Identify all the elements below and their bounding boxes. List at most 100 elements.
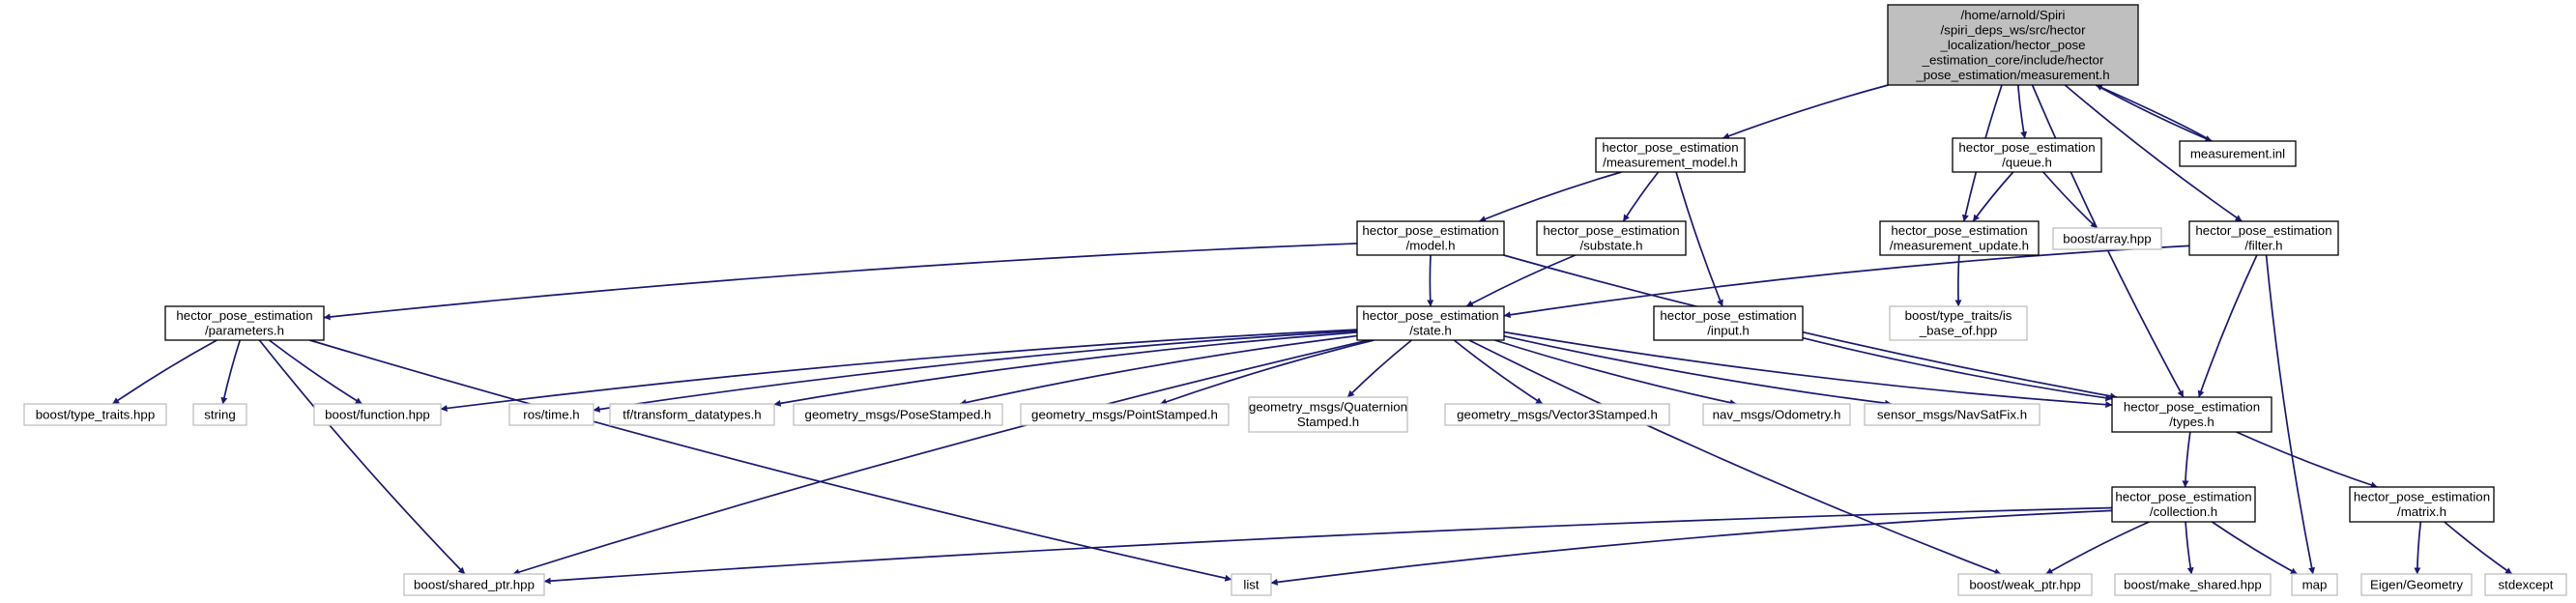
node-label-point_stamped: geometry_msgs/PointStamped.h — [1031, 407, 1218, 421]
node-label-eigen: Eigen/Geometry — [2370, 577, 2463, 591]
edge-root-to-queue — [2016, 84, 2028, 139]
node-label-weak_ptr: boost/weak_ptr.hpp — [1969, 577, 2080, 591]
node-measurement_update[interactable]: hector_pose_estimation/measurement_updat… — [1879, 220, 2040, 256]
node-label-model: /model.h — [1406, 239, 1456, 253]
edge-types-to-matrix — [2236, 431, 2378, 489]
node-box-boost_function — [313, 403, 442, 426]
edge-measurement_model-to-input — [1675, 171, 1723, 307]
node-label-input: /input.h — [1707, 324, 1750, 338]
node-stdexcept: stdexcept — [2484, 573, 2567, 596]
edges-layer — [112, 84, 2513, 586]
edge-collection-to-shared_ptr — [543, 506, 2113, 585]
edge-collection-to-map — [2211, 521, 2298, 575]
node-label-root: _localization/hector_pose — [1939, 38, 2085, 52]
node-box-input — [1653, 305, 1804, 341]
edge-state-to-types — [1503, 330, 2113, 409]
node-label-root: _estimation_core/include/hector — [1922, 52, 2104, 67]
node-label-parameters: hector_pose_estimation — [176, 308, 312, 323]
node-label-filter: /filter.h — [2244, 239, 2282, 253]
node-root[interactable]: /home/arnold/Spiri/spiri_deps_ws/src/hec… — [1887, 4, 2139, 86]
node-box-navsatfix — [1864, 403, 2041, 426]
node-matrix[interactable]: hector_pose_estimation/matrix.h — [2349, 486, 2495, 523]
node-point_stamped: geometry_msgs/PointStamped.h — [1020, 403, 1230, 426]
node-label-substate: /substate.h — [1579, 239, 1642, 253]
edge-collection-to-list — [1270, 509, 2113, 586]
node-make_shared: boost/make_shared.hpp — [2114, 573, 2272, 596]
node-box-measurement_update — [1879, 220, 2040, 256]
edge-types-to-collection — [2182, 431, 2191, 488]
node-box-point_stamped — [1020, 403, 1230, 426]
edge-root-to-measurement_model — [1722, 84, 1889, 139]
edge-state-to-navsatfix — [1503, 334, 1893, 407]
node-label-boost_array: boost/array.hpp — [2063, 231, 2151, 245]
edge-filter-to-state — [1503, 244, 2190, 319]
node-box-types — [2111, 396, 2272, 433]
edge-measurement_model-to-model — [1479, 171, 1622, 222]
node-label-ros_time: ros/time.h — [523, 407, 579, 421]
node-label-map: map — [2302, 577, 2328, 591]
node-parameters[interactable]: hector_pose_estimation/parameters.h — [164, 305, 325, 341]
node-label-model: hector_pose_estimation — [1362, 223, 1498, 238]
node-box-type_traits — [23, 403, 167, 426]
node-box-is_base_of — [1889, 305, 2028, 341]
edge-state-to-pose_stamped — [959, 334, 1358, 406]
edge-queue-to-boost_array — [2042, 171, 2098, 229]
edge-model-to-state — [1427, 254, 1434, 307]
node-label-list: list — [1243, 577, 1259, 591]
edge-measurement_model-to-substate — [1622, 171, 1660, 222]
node-filter[interactable]: hector_pose_estimation/filter.h — [2188, 220, 2339, 256]
node-type_traits: boost/type_traits.hpp — [23, 403, 167, 426]
node-collection[interactable]: hector_pose_estimation/collection.h — [2111, 486, 2256, 523]
node-input[interactable]: hector_pose_estimation/input.h — [1653, 305, 1804, 341]
node-box-vec3_stamped — [1444, 403, 1670, 426]
node-measurement_inl[interactable]: measurement.inl — [2179, 140, 2297, 167]
edge-root-to-filter — [2064, 84, 2243, 222]
node-label-input: hector_pose_estimation — [1660, 308, 1796, 323]
node-label-string: string — [204, 407, 236, 421]
node-label-type_traits: boost/type_traits.hpp — [36, 407, 155, 421]
node-ros_time: ros/time.h — [508, 403, 594, 426]
node-label-quat_stamped: geometry_msgs/Quaternion — [1249, 400, 1407, 415]
edge-parameters-to-shared_ptr — [258, 339, 466, 575]
node-label-measurement_update: /measurement_update.h — [1890, 239, 2029, 253]
node-tf_types: tf/transform_datatypes.h — [609, 403, 775, 426]
edge-collection-to-make_shared — [2185, 521, 2194, 575]
edge-input-to-types — [1802, 336, 2113, 402]
node-boost_function: boost/function.hpp — [313, 403, 442, 426]
edge-state-to-weak_ptr — [1468, 339, 2002, 575]
node-box-tf_types — [609, 403, 775, 426]
node-box-substate — [1536, 220, 1687, 256]
node-pose_stamped: geometry_msgs/PoseStamped.h — [793, 403, 1003, 426]
edge-state-to-quat_stamped — [1346, 339, 1412, 398]
edge-state-to-point_stamped — [1160, 339, 1375, 406]
node-label-tf_types: tf/transform_datatypes.h — [622, 407, 761, 421]
node-label-collection: hector_pose_estimation — [2115, 490, 2251, 504]
node-label-odometry: nav_msgs/Odometry.h — [1713, 407, 1841, 421]
edge-filter-to-map — [2265, 254, 2316, 575]
edge-parameters-to-boost_function — [268, 339, 362, 405]
node-box-list — [1230, 573, 1272, 596]
edge-parameters-to-type_traits — [112, 339, 217, 405]
node-box-filter — [2188, 220, 2339, 256]
node-label-state: hector_pose_estimation — [1362, 308, 1498, 323]
node-measurement_model[interactable]: hector_pose_estimation/measurement_model… — [1595, 137, 1746, 173]
node-vec3_stamped: geometry_msgs/Vector3Stamped.h — [1444, 403, 1670, 426]
node-label-boost_function: boost/function.hpp — [325, 407, 430, 421]
node-label-quat_stamped: Stamped.h — [1297, 415, 1359, 429]
edge-state-to-vec3_stamped — [1453, 339, 1544, 405]
node-label-matrix: /matrix.h — [2397, 504, 2446, 519]
node-box-map — [2291, 573, 2338, 596]
node-substate[interactable]: hector_pose_estimation/substate.h — [1536, 220, 1687, 256]
node-label-is_base_of: _base_of.hpp — [1919, 324, 1998, 338]
node-types[interactable]: hector_pose_estimation/types.h — [2111, 396, 2272, 433]
node-model[interactable]: hector_pose_estimation/model.h — [1356, 220, 1505, 256]
edge-model-to-parameters — [323, 243, 1358, 321]
node-box-weak_ptr — [1957, 573, 2093, 596]
node-state[interactable]: hector_pose_estimation/state.h — [1356, 305, 1505, 341]
node-label-collection: /collection.h — [2150, 504, 2217, 519]
node-box-root — [1887, 4, 2139, 86]
node-queue[interactable]: hector_pose_estimation/queue.h — [1952, 137, 2102, 173]
node-weak_ptr: boost/weak_ptr.hpp — [1957, 573, 2093, 596]
node-map: map — [2291, 573, 2338, 596]
